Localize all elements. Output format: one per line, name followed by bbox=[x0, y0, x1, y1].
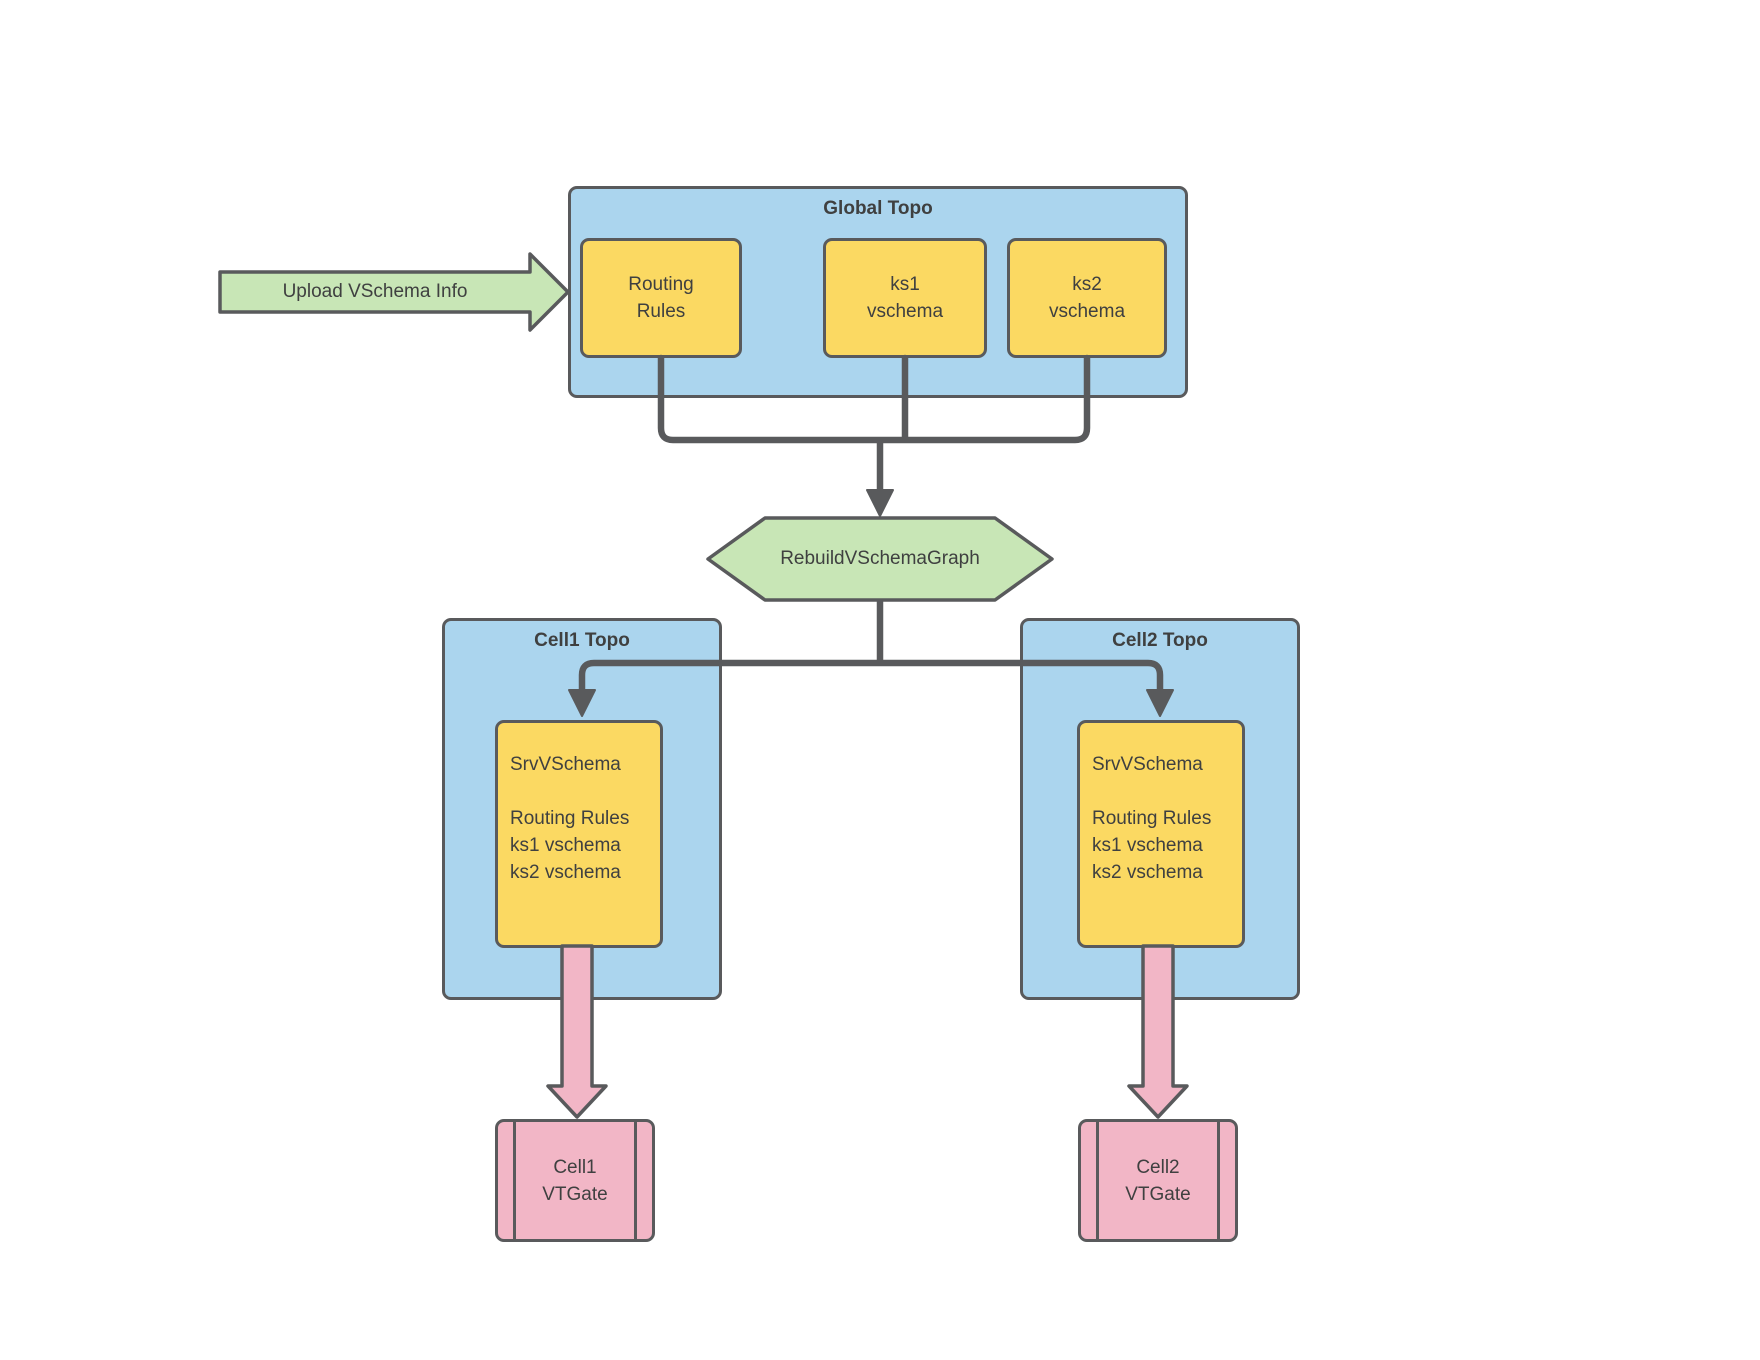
global-topo-title: Global Topo bbox=[823, 198, 933, 219]
global-topo-box: Global Topo Routing Rules ks1 vschema ks… bbox=[568, 186, 1188, 398]
ks2-vschema-box: ks2 vschema bbox=[1007, 238, 1167, 358]
ks1-vschema-box: ks1 vschema bbox=[823, 238, 987, 358]
cell1-srvvschema-text: SrvVSchema Routing Rules ks1 vschema ks2… bbox=[510, 754, 630, 883]
vtgate-right-bar bbox=[1217, 1122, 1220, 1239]
routing-rules-box: Routing Rules bbox=[580, 238, 742, 358]
ks2-vschema-label: ks2 vschema bbox=[1048, 274, 1126, 322]
cell2-topo-box: Cell2 Topo SrvVSchema Routing Rules ks1 … bbox=[1020, 618, 1300, 1000]
cell2-srvvschema-box: SrvVSchema Routing Rules ks1 vschema ks2… bbox=[1077, 720, 1245, 948]
cell2-topo-title: Cell2 Topo bbox=[1112, 630, 1208, 651]
cell1-vtgate-label: Cell1 VTGate bbox=[542, 1156, 608, 1205]
cell2-vtgate-label: Cell2 VTGate bbox=[1125, 1156, 1191, 1205]
vtgate-right-bar bbox=[634, 1122, 637, 1239]
routing-rules-label: Routing Rules bbox=[628, 274, 694, 322]
cell1-topo-box: Cell1 Topo SrvVSchema Routing Rules ks1 … bbox=[442, 618, 722, 1000]
vtgate-left-bar bbox=[513, 1122, 516, 1239]
upload-arrow-label: Upload VSchema Info bbox=[282, 281, 468, 302]
cell1-topo-title: Cell1 Topo bbox=[534, 630, 630, 651]
ks1-vschema-label: ks1 vschema bbox=[866, 274, 944, 322]
rebuild-label: RebuildVSchemaGraph bbox=[780, 548, 980, 569]
cell2-vtgate-box: Cell2 VTGate bbox=[1078, 1119, 1238, 1242]
cell1-vtgate-box: Cell1 VTGate bbox=[495, 1119, 655, 1242]
rebuild-arrowhead bbox=[866, 489, 894, 517]
cell2-srvvschema-text: SrvVSchema Routing Rules ks1 vschema ks2… bbox=[1092, 754, 1212, 883]
cell1-srvvschema-box: SrvVSchema Routing Rules ks1 vschema ks2… bbox=[495, 720, 663, 948]
vtgate-left-bar bbox=[1096, 1122, 1099, 1239]
